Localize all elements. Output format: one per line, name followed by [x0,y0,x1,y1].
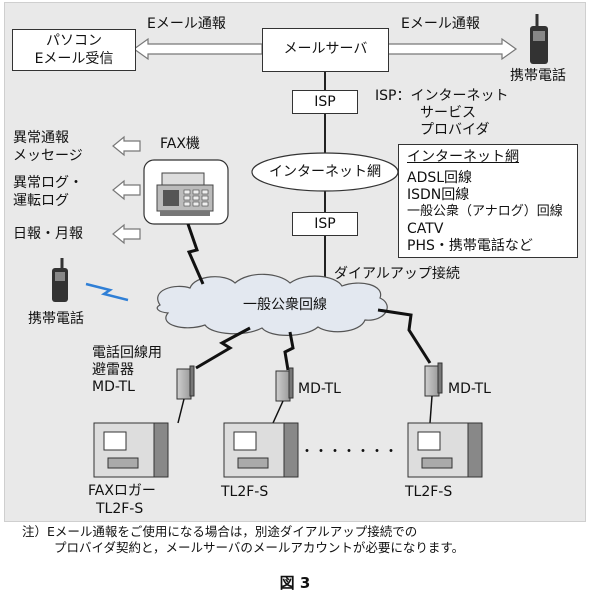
tl2fs-device-2 [223,422,299,478]
arrow-to-phone [386,37,518,61]
arrow-logs [112,179,141,201]
isp-bottom-box: ISP [292,212,358,236]
dialup-label: ダイアルアップ接続 [334,266,460,282]
internet-item-isdn: ISDN回線 [407,187,470,203]
mobile-phone-top-label: 携帯電話 [510,68,566,84]
internet-item-adsl: ADSL回線 [407,170,473,186]
isp-top-label: ISP [314,94,336,110]
internet-types-box: インターネット網 ADSL回線 ISDN回線 一般公衆（アナログ）回線 CATV… [398,144,578,258]
email-receive-label: Eメール受信 [34,51,114,67]
reports-label: 日報・月報 [13,226,83,242]
mobile-phone-left-icon [52,258,68,302]
md-tl-label-3: MD-TL [448,381,491,397]
alert-log-label: 異常ログ・ [13,175,83,191]
alert-message-label: メッセージ [13,148,83,164]
footnote-line-1: 注）Eメール通報をご使用になる場合は，別途ダイアルアップ接続での [22,524,418,539]
internet-item-catv: CATV [407,221,444,237]
mobile-phone-left-label: 携帯電話 [28,311,84,327]
md-tl-arrester-1 [176,365,195,400]
pc-email-box: パソコン Eメール受信 [12,29,136,71]
fax-logger-device [93,422,169,478]
mail-server-box: メールサーバ [262,28,389,72]
operation-log-label: 運転ログ [13,193,69,209]
footnote-line-2: プロバイダ契約と，メールサーバのメールアカウントが必要になります。 [54,540,465,555]
arrester-caption-2: 避雷器 [92,362,134,378]
isp-bottom-label: ISP [314,216,336,232]
device-link-2 [283,331,295,371]
tl2fs-label-3: TL2F-S [405,484,453,500]
arrow-alert-message [112,135,141,157]
isp-top-box: ISP [292,90,358,114]
internet-item-phs: PHS・携帯電話など [407,238,533,254]
md-tl-arrester-2 [275,367,294,402]
pc-label: パソコン [46,33,102,49]
tl2fs-label-2: TL2F-S [221,484,269,500]
wireless-signal [85,282,129,302]
fax-line-link [186,223,205,285]
arrester-caption-1: 電話回線用 [92,345,162,361]
md-tl-label-2: MD-TL [298,381,341,397]
arrow-reports [112,223,141,245]
isp-definition-2: サービス [420,105,476,121]
arrester-caption-3: MD-TL [92,379,135,395]
ellipsis-dots: ・・・・・・・ [300,444,398,460]
figure-label: 図 3 [279,574,311,592]
mobile-phone-top-icon [530,14,548,64]
email-notify-right-label: Eメール通報 [401,16,480,32]
md-tl-arrester-3 [424,362,443,397]
footnote: 注）Eメール通報をご使用になる場合は，別途ダイアルアップ接続での プロバイダ契約… [22,524,464,556]
isp-definition-1: ISP：インターネット [375,88,509,104]
arrow-to-pc [132,37,263,61]
fax-logger-model: TL2F-S [96,501,144,517]
mail-server-label: メールサーバ [283,41,368,57]
tl2fs-device-3 [407,422,483,478]
alert-notify-label: 異常通報 [13,130,69,146]
internet-item-analog: 一般公衆（アナログ）回線 [407,204,563,219]
fax-machine-icon [143,159,229,225]
device-link-1 [195,326,251,370]
fax-logger-label: FAXロガー [88,483,156,499]
fax-label: FAX機 [160,136,200,152]
public-line-label: 一般公衆回線 [243,297,327,313]
dialup-link [377,308,432,364]
public-line-cloud [156,273,388,336]
isp-definition-3: プロバイダ [420,122,490,138]
internet-cloud-label: インターネット網 [269,164,381,180]
internet-box-title: インターネット網 [407,149,519,165]
email-notify-left-label: Eメール通報 [147,16,226,32]
